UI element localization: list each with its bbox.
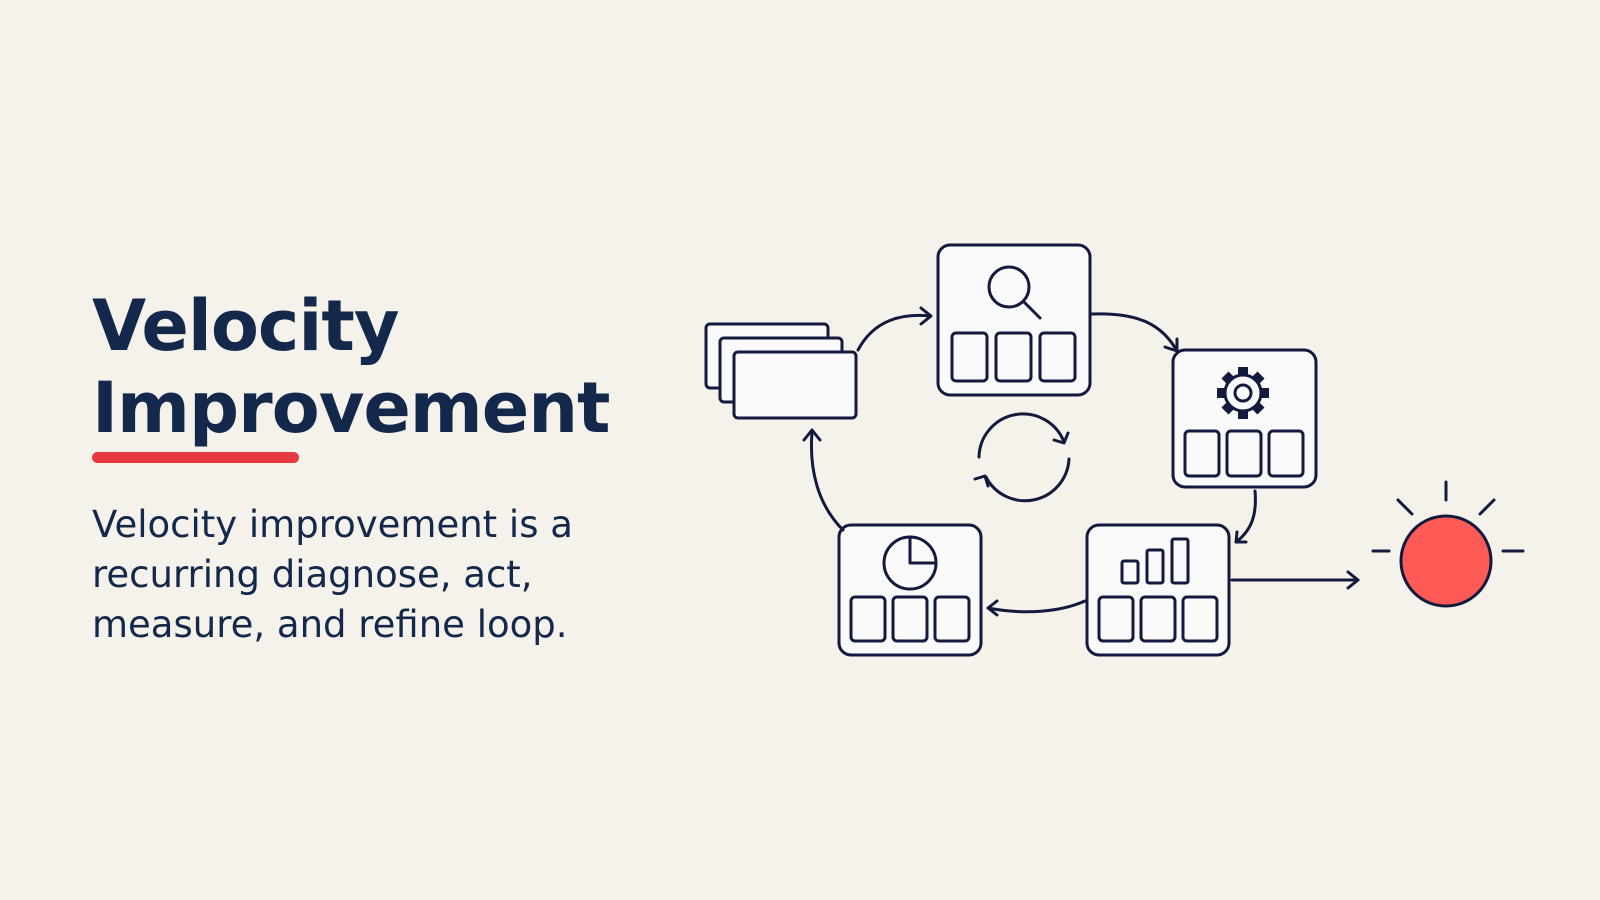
arrow-measure-to-outcome	[1230, 570, 1360, 590]
card-slots	[1183, 429, 1305, 478]
pie-chart-icon	[882, 535, 938, 591]
sun-icon	[1371, 480, 1525, 608]
title-line-1: Velocity	[92, 285, 399, 367]
card-slots	[849, 595, 971, 643]
arrow-cards-to-diagnose	[856, 306, 933, 352]
gear-icon	[1217, 367, 1269, 419]
act-card	[1171, 348, 1318, 489]
arrow-diagnose-to-act	[1090, 312, 1179, 353]
title-accent-underline	[92, 452, 299, 463]
refine-card	[837, 523, 983, 657]
flow-arrows	[802, 306, 1360, 617]
arrow-act-to-measure	[1234, 489, 1257, 544]
arrow-measure-to-refine	[986, 599, 1087, 617]
diagnose-card	[936, 243, 1092, 397]
bar-chart-icon	[1120, 537, 1190, 585]
description-text: Velocity improvement is a recurring diag…	[92, 503, 573, 646]
card-slots	[950, 331, 1077, 383]
search-icon	[987, 265, 1042, 320]
refresh-cycle-icon	[973, 412, 1071, 503]
measure-card	[1085, 523, 1231, 657]
card-slots	[1097, 595, 1219, 643]
page-title: Velocity Improvement	[92, 285, 611, 449]
title-line-2: Improvement	[92, 367, 611, 449]
stacked-cards-icon	[704, 322, 858, 420]
arrow-refine-to-cards	[802, 428, 845, 532]
